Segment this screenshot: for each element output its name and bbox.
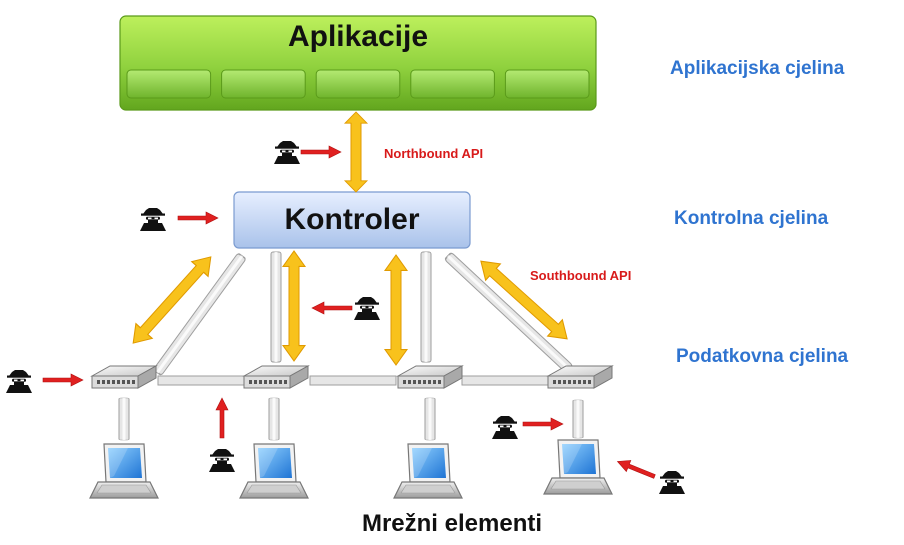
spy-icon (659, 471, 685, 494)
host-link-1 (118, 397, 130, 441)
application-slots (126, 69, 590, 99)
laptop-icon (239, 443, 309, 499)
spy-icon (140, 208, 166, 231)
spy-icon (274, 141, 300, 164)
controller-title: Kontroler (284, 203, 420, 236)
switch-link-1-2 (157, 375, 245, 386)
host-link-3 (424, 397, 436, 441)
spy-icon (209, 449, 235, 472)
attack-arrow (177, 211, 219, 225)
spy-icon (6, 370, 32, 393)
switch-links (157, 375, 549, 386)
attack-arrow (215, 397, 229, 439)
application-slot (315, 69, 401, 99)
attack-arrow (300, 145, 342, 159)
host-link-4 (572, 399, 584, 439)
laptop-icon (89, 443, 159, 499)
application-slot (221, 69, 306, 99)
controller-link-2 (270, 251, 282, 363)
southbound-arrow-3 (384, 254, 408, 366)
network-elements-caption: Mrežni elementi (361, 510, 543, 537)
applications-block (119, 15, 597, 111)
controller-link-3 (420, 251, 432, 363)
southbound-arrow-2 (282, 250, 306, 362)
switch-icon (243, 365, 309, 389)
spy-icon (354, 297, 380, 320)
controller-box (233, 191, 471, 249)
switch-icon (547, 365, 613, 389)
application-slot (504, 69, 590, 99)
laptop-icon (393, 443, 463, 499)
application-slot (126, 69, 212, 99)
switch-link-2-3 (309, 375, 397, 386)
layer-label-control: Kontrolna cjelina (674, 208, 829, 229)
switch-icon (397, 365, 463, 389)
switch-icon (91, 365, 157, 389)
application-slot (410, 69, 495, 99)
attack-arrow (522, 417, 564, 431)
layer-label-data: Podatkovna cjelina (676, 346, 849, 367)
layer-label-application: Aplikacijska cjelina (670, 58, 845, 79)
applications-title: Aplikacije (287, 20, 429, 53)
hosts (89, 439, 613, 499)
attack-arrow (42, 373, 84, 387)
attack-arrow (614, 455, 658, 483)
spy-icon (492, 416, 518, 439)
northbound-arrow (344, 111, 368, 193)
switch-link-3-4 (461, 375, 549, 386)
host-link-2 (268, 397, 280, 441)
southbound-api-label: Southbound API (530, 268, 632, 283)
northbound-api-label: Northbound API (384, 146, 484, 161)
attack-arrow (311, 301, 353, 315)
laptop-icon (543, 439, 613, 495)
